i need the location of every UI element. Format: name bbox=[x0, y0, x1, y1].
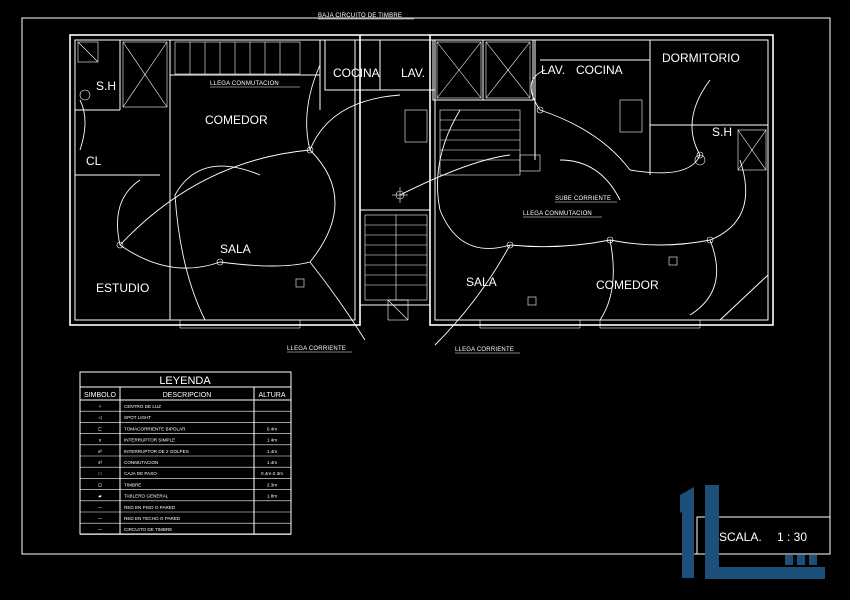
legend-height: 1.8m bbox=[267, 494, 277, 499]
room-sh-right: S.H bbox=[712, 125, 732, 139]
shaft-boxes bbox=[77, 41, 767, 321]
room-comedor-right: COMEDOR bbox=[596, 278, 659, 292]
room-lav-right: LAV. bbox=[541, 63, 565, 77]
room-comedor-left: COMEDOR bbox=[205, 113, 268, 127]
legend-description: RED EN PISO O PARED bbox=[124, 505, 176, 510]
legend-description: INTERRUPTOR SIMPLE bbox=[124, 438, 175, 443]
legend-description: CIRCUITO DE TIMBRE bbox=[124, 527, 172, 532]
room-labels: S.H COMEDOR CL COCINA LAV. SALA ESTUDIO … bbox=[86, 51, 740, 295]
annotation-sube-corriente: SUBE CORRIENTE bbox=[555, 196, 611, 202]
room-cocina-right: COCINA bbox=[576, 63, 623, 77]
circuit-lines bbox=[79, 64, 747, 346]
legend-description: INTERRUPTOR DE 2 GOLPES bbox=[124, 449, 189, 454]
legend-symbol: ✧ bbox=[98, 404, 102, 409]
legend-description: CAJA DE PASO bbox=[124, 471, 157, 476]
legend-table: LEYENDA SIMBOLO DESCRIPCION ALTURA ✧ CENT… bbox=[79, 371, 292, 535]
room-sala-left: SALA bbox=[220, 242, 251, 256]
legend-description: TABLERO GENERAL bbox=[124, 494, 169, 499]
electrical-symbols bbox=[79, 89, 714, 306]
annotations: BAJA CIRCUITO DE TIMBRE LLEGA CONMUTACIO… bbox=[210, 13, 617, 354]
legend-symbol: ◁ bbox=[98, 415, 102, 420]
legend-symbol: ⊏ bbox=[98, 426, 102, 431]
room-sh-left: S.H bbox=[96, 79, 116, 93]
legend-symbol: — bbox=[98, 516, 103, 521]
legend-description: CENTRO DE LUZ bbox=[124, 404, 161, 409]
room-cocina-left: COCINA bbox=[333, 66, 380, 80]
legend-description: TIMBRE bbox=[124, 482, 141, 487]
annotation-llega-conmutacion-right: LLEGA CONMUTACION bbox=[523, 211, 592, 217]
legend-header-descripcion: DESCRIPCION bbox=[163, 392, 212, 399]
legend-height: 1.4m bbox=[267, 449, 277, 454]
sheet-frame bbox=[21, 17, 831, 555]
scale-box: ESCALA. 1 : 30 bbox=[696, 516, 831, 555]
stair-treads bbox=[189, 42, 520, 300]
scale-value: 1 : 30 bbox=[777, 530, 807, 544]
legend-description: TOMACORRIENTE BIPOLAR bbox=[124, 426, 186, 431]
legend-height: 1.4m bbox=[267, 438, 277, 443]
room-dormitorio: DORMITORIO bbox=[662, 51, 740, 65]
room-cl: CL bbox=[86, 154, 102, 168]
room-lav-left: LAV. bbox=[401, 66, 425, 80]
room-sala-right: SALA bbox=[466, 275, 497, 289]
annotation-llega-corriente-right: LLEGA CORRIENTE bbox=[455, 347, 514, 353]
legend-symbol: s² bbox=[98, 449, 102, 454]
room-estudio: ESTUDIO bbox=[96, 281, 149, 295]
legend-symbol: s³ bbox=[98, 460, 102, 465]
legend-description: CONMUTACION bbox=[124, 460, 158, 465]
legend-symbol: ▰ bbox=[98, 494, 102, 499]
legend-symbol: ⊡ bbox=[98, 482, 102, 487]
legend-symbol: s bbox=[99, 438, 102, 443]
legend-height: 0.4m-2.3m bbox=[261, 471, 283, 476]
annotation-llega-corriente-left: LLEGA CORRIENTE bbox=[287, 346, 346, 352]
annotation-llega-conmutacion-left: LLEGA CONMUTACION bbox=[210, 81, 279, 87]
legend-header-simbolo: SIMBOLO bbox=[84, 392, 116, 399]
legend-header-altura: ALTURA bbox=[258, 392, 285, 399]
il-logo-icon bbox=[680, 485, 825, 579]
legend-height: 0.4m bbox=[267, 426, 277, 431]
legend-height: 1.4m bbox=[267, 460, 277, 465]
legend-symbol: □ bbox=[99, 471, 102, 476]
legend-description: SPOT LIGHT bbox=[124, 415, 151, 420]
legend-height: 2.3m bbox=[267, 482, 277, 487]
legend-title: LEYENDA bbox=[159, 375, 211, 387]
legend-symbol: — bbox=[98, 527, 103, 532]
walls bbox=[69, 34, 774, 329]
legend-symbol: — bbox=[98, 505, 103, 510]
legend-description: RED EN TECHO O PARED bbox=[124, 516, 181, 521]
scale-label: ESCALA. bbox=[711, 530, 762, 544]
annotation-baja-circuito: BAJA CIRCUITO DE TIMBRE bbox=[318, 13, 402, 19]
